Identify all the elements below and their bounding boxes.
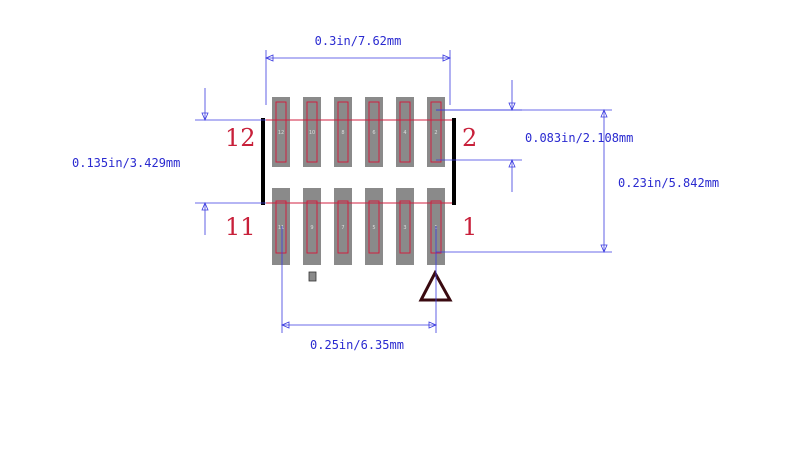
dimension-body-height: 0.135in/3.429mm <box>72 88 266 235</box>
pad-number-top-2: 2 <box>434 130 437 136</box>
pad-number-top-12: 12 <box>278 130 284 136</box>
pin-label-top-right: 2 <box>462 124 477 152</box>
pad-outline-top-12 <box>275 101 287 163</box>
dimension-row-span: 0.23in/5.842mm <box>436 108 719 254</box>
pad-outline-top-10 <box>306 101 318 163</box>
pad-number-top-10: 10 <box>309 130 315 136</box>
dimension-width-label: 0.3in/7.62mm <box>315 34 402 48</box>
pin-label-top-left: 12 <box>225 124 256 152</box>
pad-outline-top-6 <box>368 101 380 163</box>
dimension-pitch-span: 0.25in/6.35mm <box>280 226 438 352</box>
pad-outline-top-4 <box>399 101 411 163</box>
pin-label-bottom-left: 11 <box>225 213 256 241</box>
pad-outline-bottom-7 <box>337 200 349 254</box>
pad-number-top-8: 8 <box>341 130 344 136</box>
dimension-width: 0.3in/7.62mm <box>264 34 452 105</box>
pad-outline-top-2 <box>430 101 442 163</box>
pad-outline-bottom-3 <box>399 200 411 254</box>
pad-outline-top-8 <box>337 101 349 163</box>
pad-number-bottom-3: 3 <box>403 225 406 231</box>
pin1-triangle-icon <box>418 269 453 302</box>
pad-number-top-6: 6 <box>372 130 375 136</box>
fiducial-marker <box>308 271 317 282</box>
pad-outline-bottom-5 <box>368 200 380 254</box>
dimension-pad-gap-label: 0.083in/2.108mm <box>525 131 633 145</box>
dimension-pitch-span-label: 0.25in/6.35mm <box>310 338 404 352</box>
dimension-row-span-label: 0.23in/5.842mm <box>618 176 719 190</box>
pads: 121086421197531 <box>272 97 445 265</box>
pad-number-bottom-9: 9 <box>310 225 313 231</box>
pad-number-top-4: 4 <box>403 130 406 136</box>
pad-number-bottom-5: 5 <box>372 225 375 231</box>
pad-number-bottom-7: 7 <box>341 225 344 231</box>
pad-outline-bottom-11 <box>275 200 287 254</box>
pin-label-bottom-right: 1 <box>462 213 477 241</box>
pad-outline-bottom-9 <box>306 200 318 254</box>
pad-number-bottom-11: 11 <box>278 225 284 231</box>
dimension-body-height-label: 0.135in/3.429mm <box>72 156 180 170</box>
